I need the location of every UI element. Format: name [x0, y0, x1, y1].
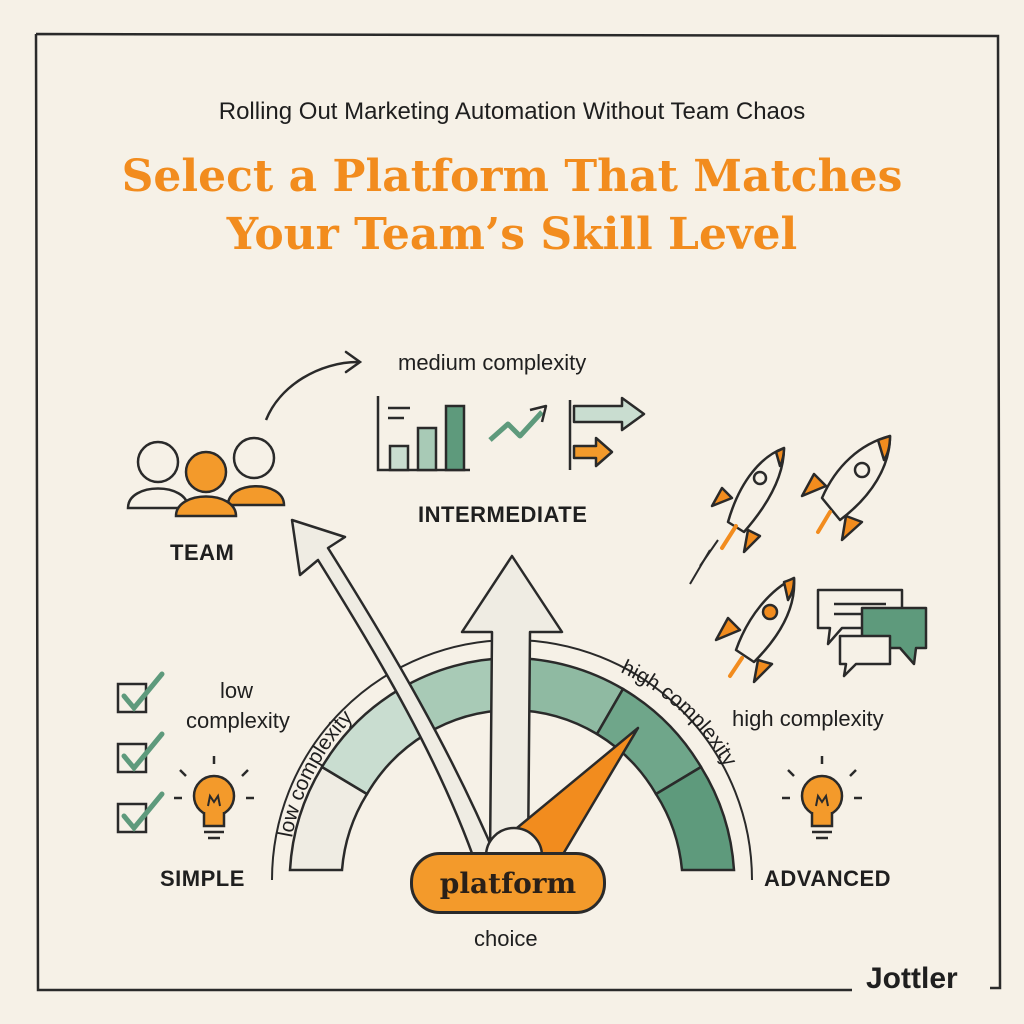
team-to-intermediate-arrow — [264, 360, 359, 421]
complexity-gauge — [271, 639, 753, 881]
rocket-icon-2 — [800, 434, 892, 542]
advanced-caption: ADVANCED — [764, 866, 892, 891]
intermediate-caption: INTERMEDIATE — [418, 502, 588, 527]
simple-note-line-1: low — [220, 678, 254, 703]
rocket-icon-1 — [689, 446, 786, 585]
frame-border — [34, 32, 1002, 992]
headline-line-1: Select a Platform That Matches — [121, 151, 903, 202]
rocket-icon-3 — [714, 576, 796, 684]
trend-arrow-icon — [488, 404, 548, 442]
lightbulb-icon-advanced — [782, 756, 862, 840]
checklist-icon — [116, 671, 165, 834]
chat-bubbles-icon — [816, 588, 928, 678]
simple-caption: SIMPLE — [160, 866, 245, 891]
subtitle: Rolling Out Marketing Automation Without… — [218, 98, 806, 125]
intermediate-note: medium complexity — [398, 350, 587, 375]
team-icon — [126, 436, 286, 518]
brand-logo: Jottler — [866, 962, 958, 995]
lightbulb-icon-simple — [174, 756, 254, 840]
team-caption: TEAM — [170, 540, 235, 565]
advanced-note: high complexity — [732, 706, 884, 731]
headline-line-2: Your Team’s Skill Level — [226, 209, 798, 260]
bar-chart-icon — [376, 396, 470, 472]
platform-badge: platform — [410, 852, 606, 914]
gauge-segment-6 — [654, 765, 736, 872]
platform-choice-label: choice — [474, 926, 538, 951]
direction-arrows-icon — [568, 396, 646, 470]
team-arrow — [290, 518, 500, 872]
headline: Select a Platform That Matches Your Team… — [0, 148, 1024, 264]
simple-note-line-2: complexity — [186, 708, 290, 733]
